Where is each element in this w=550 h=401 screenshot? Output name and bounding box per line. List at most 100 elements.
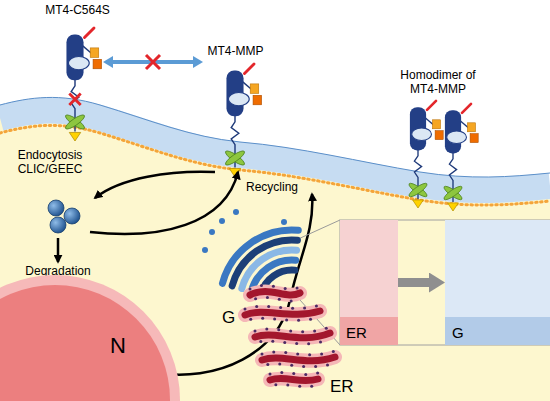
er-cisterna [270, 378, 318, 380]
secretory-arrow [150, 194, 312, 375]
ribosome-dot [325, 327, 328, 330]
protein-glyph [64, 28, 102, 141]
zoom-leader-line [300, 300, 340, 345]
ribosome-dot [254, 297, 257, 300]
recycling-arrow [90, 172, 238, 234]
ribosome-dot [259, 340, 262, 343]
protein-glyph [224, 64, 262, 177]
organelle-label: ER [330, 378, 354, 395]
organelle-label: G [222, 309, 235, 326]
ribosome-dot [266, 296, 269, 299]
ribosome-dot [269, 373, 272, 376]
ribosome-dot [284, 287, 287, 290]
ribosome-dot [249, 288, 252, 291]
degradation-arrow [57, 238, 60, 262]
er-cisterna [255, 333, 330, 338]
endosome-vesicle [50, 217, 66, 233]
ribosome-dot [280, 371, 283, 374]
transport-arrow [398, 278, 429, 287]
golgi-vesicle [281, 219, 287, 225]
ribosome-dot [310, 385, 313, 388]
ribosome-dot [291, 307, 294, 310]
annotation-label: MT4-C564S [40, 3, 115, 17]
block-cross [146, 55, 160, 69]
ribosome-dot [284, 351, 287, 354]
ribosome-dot [261, 353, 264, 356]
panel-node: G [445, 220, 550, 345]
golgi-vesicle [209, 229, 215, 235]
zoom-leader-line [296, 220, 340, 240]
er-cisterna [262, 357, 335, 361]
golgi-cisterna [222, 230, 298, 283]
ribosome-dot [272, 285, 275, 288]
ribosome-dot [326, 364, 329, 367]
ribosome-dot [283, 341, 286, 344]
ribosome-dot [254, 330, 257, 333]
ribosome-dot [313, 330, 316, 333]
endocytosis-arrow [95, 172, 215, 198]
ribosome-dot [296, 287, 299, 290]
ribosome-dot [315, 304, 318, 307]
er-lumen-halo [262, 357, 335, 361]
ribosome-dot [307, 342, 310, 345]
ribosome-dot [320, 353, 323, 356]
ribosome-dot [278, 298, 281, 301]
ribosome-dot [249, 318, 252, 321]
protein-glyph [490, 247, 515, 321]
organelle-label: N [110, 335, 126, 357]
ribosome-dot [297, 319, 300, 322]
er-cisterna [245, 311, 320, 315]
protein-glyph [407, 101, 443, 208]
ribosome-dot [277, 328, 280, 331]
ribosome-dot [261, 317, 264, 320]
panel-node: ER [340, 220, 398, 345]
ribosome-dot [274, 383, 277, 386]
ribosome-dot [332, 350, 335, 353]
er-node: ER [230, 255, 350, 401]
cortex-dotted-line [0, 125, 550, 205]
annotation-label: MT4-MMP [198, 44, 273, 58]
annotation-label: Homodimer of MT4-MMP [388, 68, 488, 97]
er-lumen-halo [255, 333, 330, 338]
ribosome-dot [260, 284, 263, 287]
organelle-label: ER [346, 325, 367, 340]
ribosome-dot [296, 352, 299, 355]
ribosome-dot [286, 383, 289, 386]
ribosome-dot [298, 385, 301, 388]
connector-layer [398, 282, 429, 283]
ribosome-dot [278, 363, 281, 366]
ribosome-dot [319, 340, 322, 343]
protein-glyph [442, 104, 478, 211]
nucleus-node: N [0, 270, 185, 401]
ribosome-dot [289, 330, 292, 333]
ribosome-dot [266, 363, 269, 366]
ribosome-dot [285, 319, 288, 322]
ribosome-dot [316, 372, 319, 375]
ribosome-dot [271, 340, 274, 343]
organelle-label: G [452, 325, 464, 340]
nucleus-body [0, 285, 170, 401]
ribosome-dot [273, 318, 276, 321]
membrane-edge [0, 97, 550, 177]
plasma-membrane [0, 110, 550, 190]
protein-glyph [362, 247, 387, 315]
er-lumen-halo [245, 311, 320, 315]
mutation-cross [69, 94, 80, 105]
nucleus-outline [0, 270, 185, 401]
ribosome-dot [265, 328, 268, 331]
ribosome-dot [272, 350, 275, 353]
golgi-vesicle [233, 209, 239, 215]
ribosome-dot [308, 353, 311, 356]
annotation-label: Recycling [246, 180, 306, 194]
ribosome-dot [301, 330, 304, 333]
annotation-label: Endocytosis CLIC/GEEC [8, 148, 92, 177]
inset-frame [340, 220, 550, 345]
er-lumen-halo [250, 291, 300, 295]
golgi-vesicle [219, 218, 225, 224]
ribosome-dot [304, 373, 307, 376]
ribosome-dot [303, 306, 306, 309]
ribosome-dot [290, 364, 293, 367]
ribosome-dot [290, 299, 293, 302]
nuclear-envelope [0, 275, 180, 401]
